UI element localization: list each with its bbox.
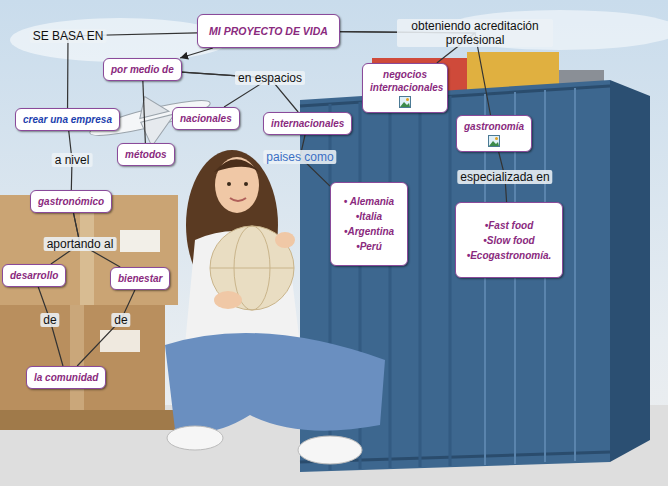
connector — [38, 287, 63, 366]
concept-box: la comunidad — [26, 366, 106, 389]
concept-text: la comunidad — [34, 371, 98, 384]
fringe — [214, 159, 262, 175]
concept-box: • Alemania•Italia•Argentina•Perú — [330, 182, 408, 266]
concept-box: negocios internacionales — [362, 63, 448, 113]
box — [0, 305, 165, 410]
image-icon — [399, 96, 411, 108]
concept-text: gastronomía — [464, 120, 524, 133]
tape — [70, 305, 84, 410]
connector — [68, 33, 197, 108]
corrugation — [449, 96, 452, 466]
concept-text: por medio de — [111, 63, 174, 76]
concept-text: •Ecogastronomía. — [463, 248, 555, 263]
concept-text: negocios internacionales — [370, 68, 440, 94]
concept-text: •Argentina — [338, 224, 400, 239]
concept-text: •Perú — [338, 239, 400, 254]
container-rim — [300, 86, 610, 106]
concept-text: nacionales — [180, 112, 232, 125]
corrugation — [419, 98, 422, 467]
linking-phrase: en espacios — [235, 71, 305, 85]
concept-text: crear una empresa — [23, 113, 112, 126]
linking-phrase: de — [40, 313, 59, 327]
wing — [135, 92, 169, 119]
corrugation — [389, 100, 392, 468]
linking-phrase: paises como — [263, 150, 336, 164]
concept-box: métodos — [117, 143, 175, 166]
globe — [210, 226, 294, 310]
shipping-label — [100, 330, 140, 352]
concept-box: crear una empresa — [15, 108, 120, 131]
image-icon — [488, 135, 500, 147]
concept-box: gastronómico — [30, 190, 112, 213]
linking-phrase: de — [111, 313, 130, 327]
concept-box: MI PROYECTO DE VIDA — [197, 14, 340, 48]
globe-equator — [210, 268, 294, 269]
shoe — [298, 436, 362, 464]
concept-box: desarrollo — [2, 264, 66, 287]
smile — [230, 198, 246, 201]
eye — [227, 182, 231, 186]
door-rod — [574, 88, 576, 461]
container-side — [610, 80, 650, 462]
concept-box: por medio de — [103, 58, 182, 81]
concept-box: internacionales — [263, 112, 352, 135]
linking-phrase: especializada en — [457, 170, 552, 184]
concept-text: métodos — [125, 148, 167, 161]
hand — [214, 291, 242, 309]
connector — [180, 48, 213, 58]
concept-box: bienestar — [110, 267, 170, 290]
linking-phrase: SE BASA EN — [30, 29, 107, 43]
concept-box: gastronomía — [456, 115, 532, 152]
connector — [143, 81, 146, 143]
linking-phrase: a nivel — [52, 153, 93, 167]
hand — [275, 232, 295, 248]
concept-text: •Fast food — [463, 218, 555, 233]
shipping-label — [120, 230, 160, 252]
eye — [244, 182, 248, 186]
concept-text: MI PROYECTO DE VIDA — [205, 25, 332, 38]
jeans — [165, 333, 385, 433]
concept-text: • Alemania — [338, 194, 400, 209]
concept-text: gastronómico — [38, 195, 104, 208]
pallet — [0, 410, 190, 430]
concept-text: •Italia — [338, 209, 400, 224]
linking-phrase: aportando al — [44, 237, 117, 251]
connector — [77, 290, 135, 366]
concept-text: internacionales — [271, 117, 344, 130]
concept-text: bienestar — [118, 272, 162, 285]
cardboard-boxes — [0, 195, 190, 430]
concept-box: •Fast food•Slow food•Ecogastronomía. — [455, 202, 563, 278]
concept-text: desarrollo — [10, 269, 58, 282]
shoe — [167, 426, 223, 450]
concept-text: •Slow food — [463, 233, 555, 248]
linking-phrase: obteniendo acreditación profesional — [397, 19, 553, 47]
concept-box: nacionales — [172, 107, 240, 130]
